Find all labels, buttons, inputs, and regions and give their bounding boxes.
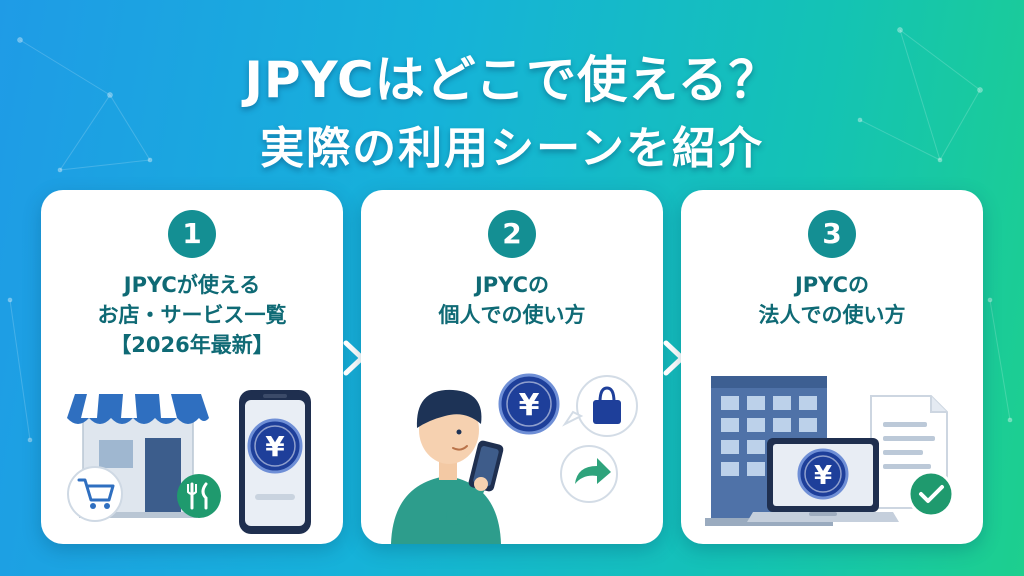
main-subtitle: 実際の利用シーンを紹介 bbox=[260, 123, 764, 174]
yen-symbol: ¥ bbox=[265, 430, 285, 463]
step-number-1: 1 bbox=[168, 210, 216, 258]
yen-symbol: ¥ bbox=[519, 388, 540, 423]
shopping-bag-icon bbox=[562, 375, 638, 437]
yen-coin-icon: ¥ bbox=[797, 448, 849, 500]
card-3-line-2: 法人での使い方 bbox=[758, 303, 906, 327]
card-1-line-1: JPYCが使える bbox=[123, 273, 261, 297]
card-1-heading: JPYCが使える お店・サービス一覧 【2026年最新】 bbox=[41, 270, 343, 360]
check-icon bbox=[907, 470, 955, 518]
card-1-line-2: お店・サービス一覧 bbox=[97, 303, 287, 327]
yen-symbol: ¥ bbox=[814, 461, 832, 491]
main-title: JPYCはどこで使える？ bbox=[244, 51, 780, 109]
card-stores[interactable]: 1 JPYCが使える お店・サービス一覧 【2026年最新】 bbox=[41, 190, 343, 544]
step-number-2: 2 bbox=[488, 210, 536, 258]
card-3-illustration: ¥ bbox=[705, 376, 955, 526]
step-number-3: 3 bbox=[808, 210, 856, 258]
card-2-line-2: 個人での使い方 bbox=[438, 303, 586, 327]
card-1-line-3: 【2026年最新】 bbox=[110, 333, 274, 357]
yen-coin-icon: ¥ bbox=[498, 373, 560, 435]
card-2-line-1: JPYCの bbox=[474, 273, 550, 297]
card-3-heading: JPYCの 法人での使い方 bbox=[681, 270, 983, 330]
cart-icon bbox=[67, 466, 123, 522]
card-2-illustration: ¥ bbox=[391, 373, 638, 544]
card-personal[interactable]: 2 JPYCの 個人での使い方 ¥ bbox=[361, 190, 663, 544]
share-arrow-icon bbox=[560, 445, 618, 503]
card-2-heading: JPYCの 個人での使い方 bbox=[361, 270, 663, 330]
fork-knife-icon bbox=[177, 474, 221, 518]
card-3-line-1: JPYCの bbox=[794, 273, 870, 297]
card-1-illustration: ¥ bbox=[67, 390, 311, 534]
yen-coin-icon: ¥ bbox=[247, 418, 303, 474]
card-corporate[interactable]: 3 JPYCの 法人での使い方 bbox=[681, 190, 983, 544]
